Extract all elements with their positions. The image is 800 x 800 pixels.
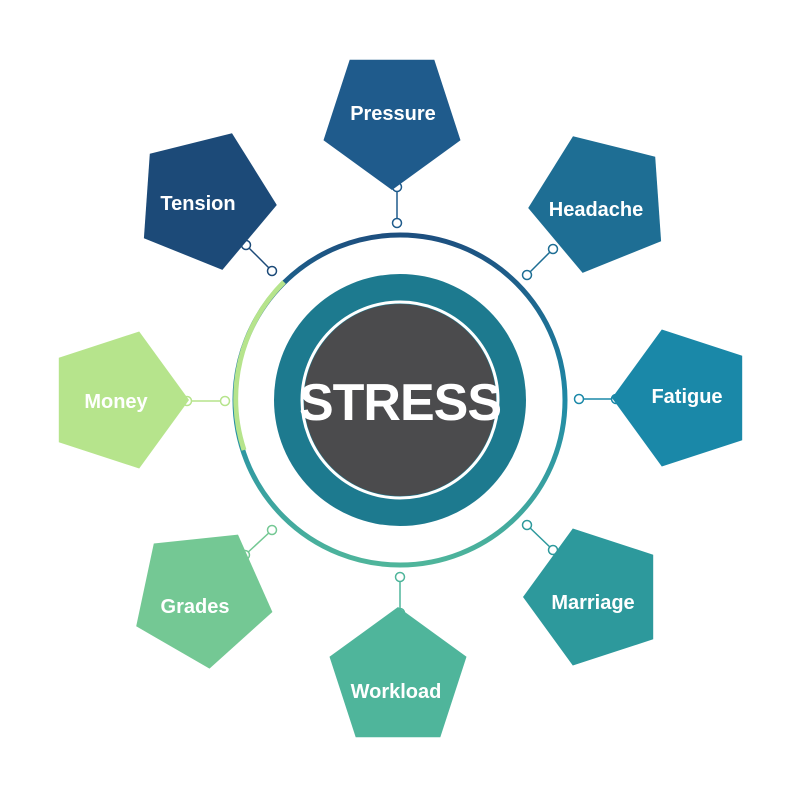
node-pentagon-marriage [523, 528, 654, 666]
center-ring-white-line [300, 300, 500, 500]
node-grades: Grades [136, 534, 273, 669]
connector-line-headache [526, 248, 554, 276]
connector-dot-fatigue-2 [573, 393, 585, 405]
node-pentagon-headache [528, 136, 662, 273]
connector-dot-headache-2 [521, 269, 533, 281]
node-marriage: Marriage [523, 528, 654, 666]
node-label-grades: Grades [161, 596, 230, 618]
node-label-marriage: Marriage [551, 592, 634, 614]
connector-line-grades [244, 529, 273, 556]
node-label-pressure: Pressure [350, 103, 436, 125]
node-pentagon-money [58, 331, 189, 469]
node-headache: Headache [528, 136, 662, 273]
connector-dot-marriage-2 [521, 519, 533, 531]
node-pentagon-fatigue [612, 329, 743, 467]
node-pentagon-tension [143, 133, 277, 270]
node-label-tension: Tension [160, 193, 235, 215]
connector-dot-grades-2 [266, 524, 278, 536]
node-money: Money [58, 331, 189, 469]
center-core [304, 304, 496, 496]
connector-dot-tension-2 [266, 265, 278, 277]
connector-dot-workload-2 [394, 571, 406, 583]
node-pentagon-workload [329, 607, 467, 738]
connector-dot-headache-1 [547, 243, 559, 255]
node-workload: Workload [329, 607, 467, 738]
outer-ring-accent-arc [233, 280, 286, 451]
node-pressure: Pressure [323, 59, 461, 190]
node-tension: Tension [143, 133, 277, 270]
node-label-fatigue: Fatigue [651, 386, 722, 408]
connector-line-tension [245, 244, 273, 272]
node-pentagon-pressure [323, 59, 461, 190]
node-label-workload: Workload [351, 681, 442, 703]
node-fatigue: Fatigue [612, 329, 743, 467]
node-label-money: Money [84, 391, 148, 413]
connector-dot-pressure-2 [391, 217, 403, 229]
connector-line-marriage [526, 524, 554, 551]
node-label-headache: Headache [549, 199, 644, 221]
center-label: STRESS [299, 374, 501, 432]
connector-dot-money-2 [219, 395, 231, 407]
node-pentagon-grades [136, 534, 273, 669]
